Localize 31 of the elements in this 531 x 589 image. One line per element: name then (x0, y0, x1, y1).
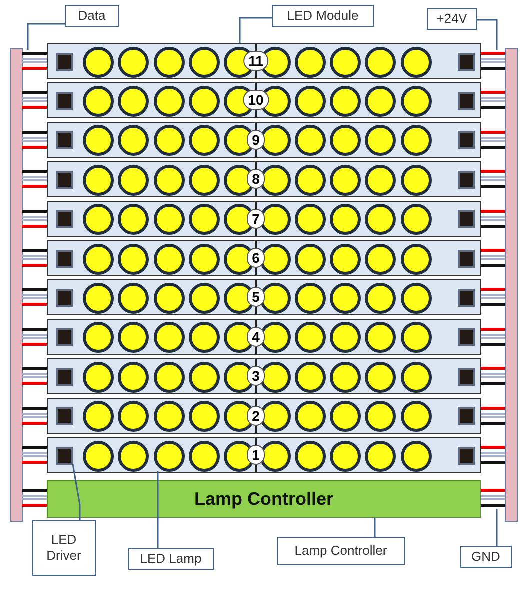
leader-line (27, 23, 65, 50)
callout-label: LED Driver (32, 520, 96, 576)
driver-chip-icon (56, 446, 73, 464)
led-module (47, 398, 481, 434)
led-module (47, 200, 481, 237)
led-module (47, 318, 481, 355)
callout-label: GND (460, 546, 512, 568)
wire-connector (481, 487, 505, 509)
leader-line (477, 19, 498, 50)
led-module (47, 161, 481, 198)
lamp-controller-bar: Lamp Controller (47, 480, 481, 518)
led-module (47, 240, 481, 276)
leader-line (157, 472, 159, 548)
callout-label: +24V (427, 8, 477, 30)
leader-line (496, 509, 498, 546)
led-module (47, 122, 481, 158)
led-lamp-icon (154, 440, 185, 472)
leader-line (374, 518, 376, 537)
led-module (47, 279, 481, 316)
callout-label: Lamp Controller (277, 537, 405, 565)
callout-label: LED Module (272, 5, 374, 27)
leader-line (72, 464, 81, 520)
wire-connector (22, 50, 47, 72)
led-module (47, 82, 481, 118)
wire-connector (481, 50, 505, 72)
callout-label: LED Lamp (128, 548, 214, 570)
led-module (47, 437, 481, 473)
callout-label: Data (65, 5, 119, 27)
leader-line (239, 17, 272, 43)
led-module (47, 358, 481, 394)
led-module (47, 43, 481, 79)
